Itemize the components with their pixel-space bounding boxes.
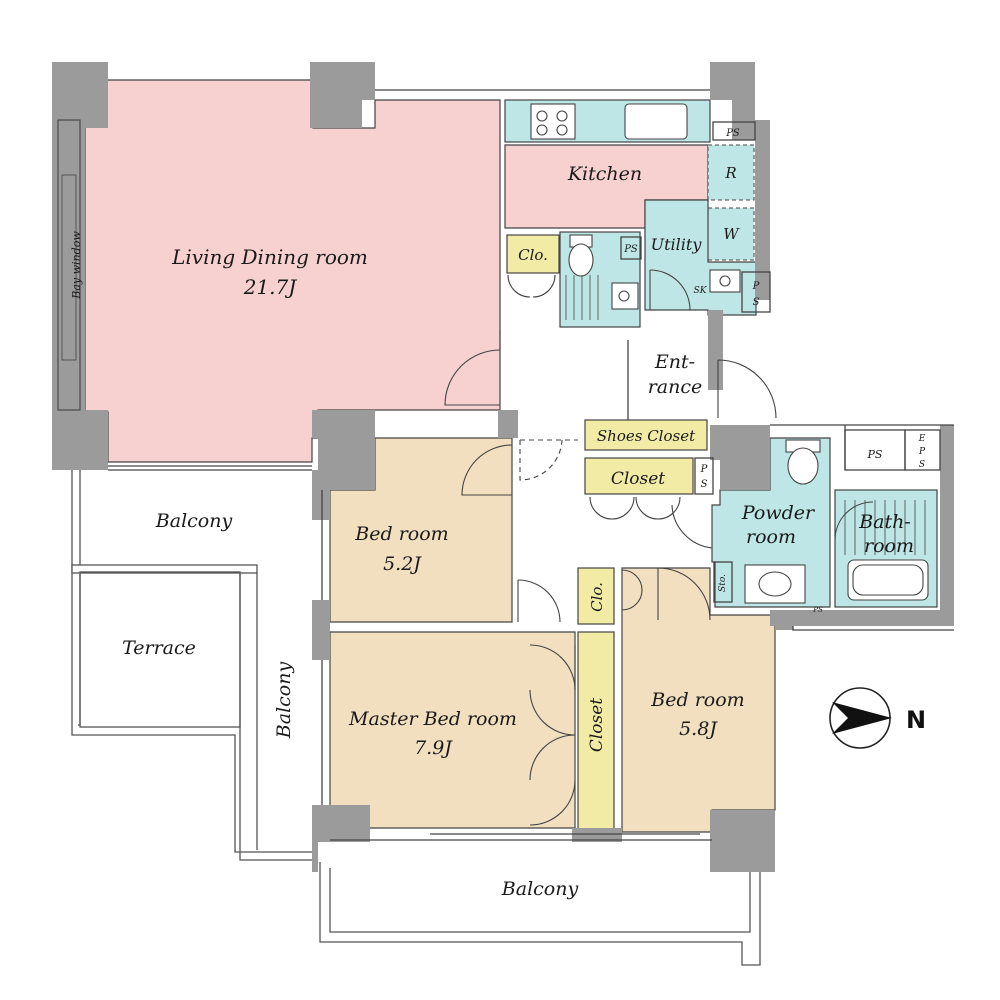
- fixtures: [530, 103, 929, 604]
- compass-arrow-icon: [832, 702, 892, 734]
- closet-clo-label: Clo.: [518, 246, 548, 264]
- shoes-closet-label: Shoes Closet: [597, 427, 696, 445]
- master-bed-room: [329, 631, 576, 829]
- storage-label: Sto.: [718, 574, 728, 592]
- closet-label: Closet: [611, 469, 665, 489]
- balcony-middle-label: Balcony: [273, 662, 295, 740]
- compass-north-label: N: [906, 706, 926, 734]
- washer-label: W: [723, 225, 740, 243]
- bed-room-large-name: Bed room: [650, 689, 744, 711]
- hand-basin-icon: [611, 282, 639, 310]
- bath-label-2: room: [864, 535, 914, 557]
- utility-sink-icon: [709, 269, 741, 293]
- kitchen-sink-icon: [624, 103, 688, 140]
- closet-hall: [584, 457, 694, 495]
- closet-vertical-label: Closet: [587, 698, 607, 752]
- closet-vertical: [577, 631, 615, 833]
- balcony-left-label: Balcony: [155, 510, 233, 532]
- ps-label-closet-p: P: [700, 464, 708, 475]
- ps-label-utility-s: S: [753, 297, 760, 308]
- master-bed-size: 7.9J: [414, 737, 453, 759]
- eps-label-p: P: [918, 447, 926, 457]
- balcony-bottom-label: Balcony: [501, 878, 579, 900]
- living-room-name: Living Dining room: [171, 245, 368, 269]
- bay-window-label: Bay window: [70, 231, 83, 300]
- clo-vertical-label: Clo.: [588, 582, 606, 612]
- entrance-label-2: rance: [648, 376, 703, 398]
- entrance-label-1: Ent-: [654, 351, 695, 373]
- bath-label-1: Bath-: [858, 511, 911, 533]
- ps-label-utility-p: P: [752, 281, 760, 292]
- fridge-label: R: [724, 164, 736, 182]
- ps-label-toilet: PS: [623, 244, 638, 255]
- closet-clo: [506, 234, 560, 274]
- sink-label: SK: [694, 286, 708, 296]
- outdoor-areas: [71, 470, 761, 966]
- terrace-label: Terrace: [122, 637, 196, 659]
- compass: N: [829, 687, 926, 749]
- master-bed-name: Master Bed room: [348, 708, 517, 730]
- ps-label-powder: PS: [812, 606, 823, 614]
- ps-label-closet-s: S: [701, 479, 708, 490]
- ps-label-kitchen: PS: [725, 128, 740, 139]
- living-room-size: 21.7J: [243, 275, 298, 299]
- powder-label-2: room: [746, 526, 796, 548]
- powder-label-1: Powder: [741, 502, 816, 524]
- clo-vertical: [577, 567, 615, 625]
- door-swings: [444, 269, 874, 826]
- eps-label-e: E: [918, 434, 926, 444]
- bed-room-small-name: Bed room: [354, 523, 448, 545]
- bed-room-small-size: 5.2J: [383, 553, 422, 575]
- ps-label-bath: PS: [867, 448, 883, 461]
- wall-outlines: [57, 89, 954, 841]
- washer-space: [707, 207, 755, 261]
- utility-label: Utility: [651, 235, 703, 254]
- kitchen-label: Kitchen: [567, 163, 642, 185]
- bed-room-large-size: 5.8J: [679, 718, 718, 740]
- living-dining-room: [84, 79, 501, 463]
- powder-basin-icon: [744, 564, 806, 604]
- eps-label-s: S: [919, 460, 925, 470]
- stove-icon: [530, 103, 576, 140]
- bathtub-icon: [847, 559, 929, 601]
- shoes-closet: [584, 419, 708, 451]
- fridge-space: [707, 144, 755, 201]
